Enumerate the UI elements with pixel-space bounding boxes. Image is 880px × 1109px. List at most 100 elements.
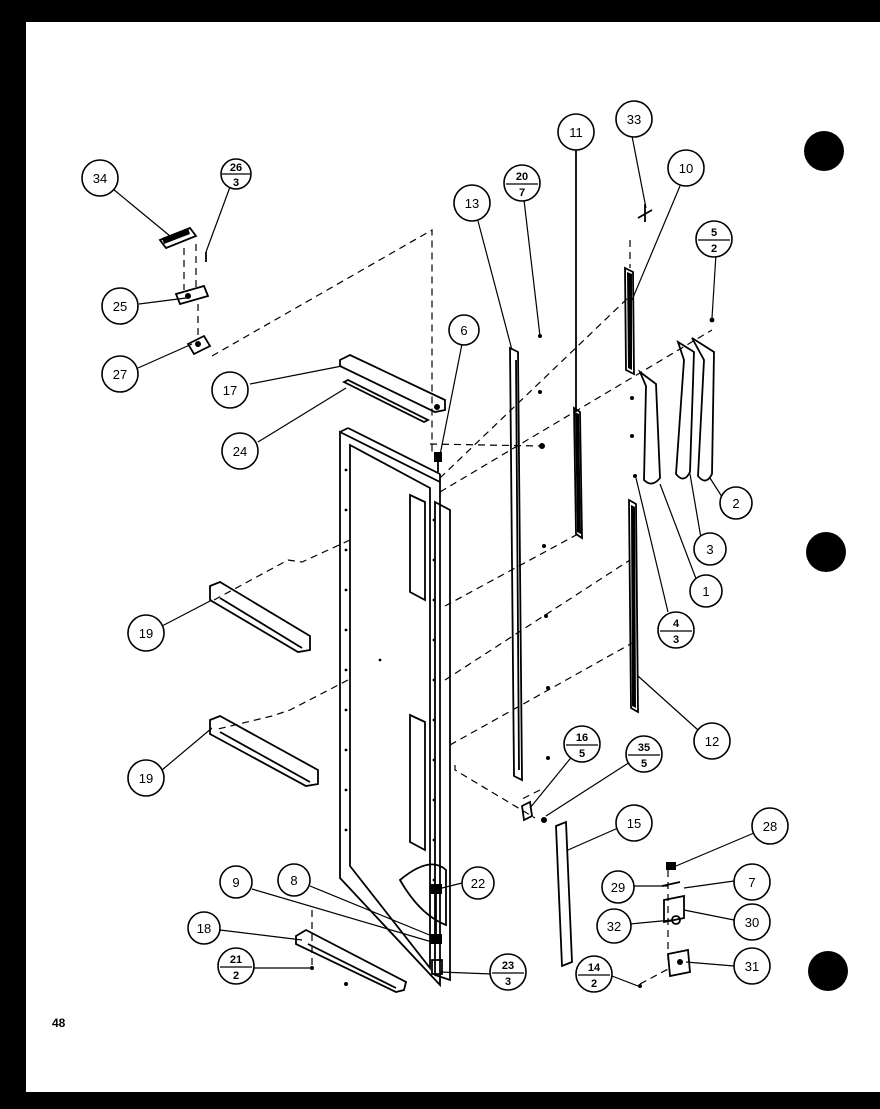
scan-border-left — [0, 0, 26, 1109]
scan-border-bottom — [0, 1092, 880, 1109]
callout-19-lower: 19 — [127, 759, 165, 797]
svg-text:35: 35 — [638, 742, 650, 754]
svg-text:9: 9 — [232, 875, 239, 890]
callout-15: 15 — [615, 804, 653, 842]
svg-text:23: 23 — [502, 960, 514, 972]
svg-text:12: 12 — [705, 734, 719, 749]
svg-text:33: 33 — [627, 112, 641, 127]
callout-5-2: 52 — [695, 220, 733, 258]
svg-text:29: 29 — [611, 880, 625, 895]
callout-17: 17 — [211, 371, 249, 409]
top-hinge-assembly — [158, 226, 433, 455]
door-handles — [633, 337, 715, 485]
svg-text:7: 7 — [748, 875, 755, 890]
svg-text:24: 24 — [233, 444, 247, 459]
svg-text:30: 30 — [745, 915, 759, 930]
callout-24: 24 — [221, 432, 259, 470]
support-brackets — [209, 580, 319, 787]
callout-9: 9 — [219, 865, 253, 899]
callout-3: 3 — [693, 532, 727, 566]
callout-2: 2 — [719, 486, 753, 520]
panel-screws — [538, 317, 715, 760]
callout-14-2: 142 — [575, 955, 613, 993]
top-cap-parts — [339, 353, 446, 424]
svg-text:31: 31 — [745, 959, 759, 974]
svg-text:13: 13 — [465, 196, 479, 211]
svg-text:22: 22 — [471, 876, 485, 891]
svg-text:25: 25 — [113, 299, 127, 314]
callout-1: 1 — [689, 574, 723, 608]
strip-part-15 — [555, 820, 573, 968]
svg-text:11: 11 — [569, 125, 583, 140]
svg-text:17: 17 — [223, 383, 237, 398]
lower-right-hinge-assembly — [638, 862, 691, 988]
callout-29: 29 — [601, 870, 635, 904]
svg-text:5: 5 — [641, 758, 647, 770]
callout-7: 7 — [733, 863, 771, 901]
bottom-bracket-assembly — [295, 884, 443, 993]
svg-text:20: 20 — [516, 171, 528, 183]
callout-23-3: 233 — [489, 953, 527, 991]
punch-hole-top — [804, 131, 844, 171]
svg-text:8: 8 — [290, 873, 297, 888]
callout-27: 27 — [101, 355, 139, 393]
page-number: 48 — [52, 1016, 66, 1030]
callout-20-7: 207 — [503, 164, 541, 202]
callout-22: 22 — [461, 866, 495, 900]
svg-text:7: 7 — [519, 187, 525, 199]
svg-text:32: 32 — [607, 919, 621, 934]
svg-text:34: 34 — [93, 171, 107, 186]
svg-text:5: 5 — [711, 227, 717, 239]
part-33 — [637, 204, 653, 222]
callout-13: 13 — [453, 184, 491, 222]
callout-31: 31 — [733, 947, 771, 985]
callout-28: 28 — [751, 807, 789, 845]
callout-21-2: 212 — [217, 947, 255, 985]
svg-text:21: 21 — [230, 954, 242, 966]
punch-hole-bottom — [808, 951, 848, 991]
svg-text:3: 3 — [673, 634, 679, 646]
callout-30: 30 — [733, 903, 771, 941]
punch-hole-middle — [806, 532, 846, 572]
svg-text:2: 2 — [233, 970, 239, 982]
parts-16-35 — [521, 800, 547, 823]
door-panel — [339, 427, 451, 988]
callout-25: 25 — [101, 287, 139, 325]
svg-text:3: 3 — [505, 976, 511, 988]
svg-text:3: 3 — [233, 177, 239, 189]
svg-text:15: 15 — [627, 816, 641, 831]
svg-text:4: 4 — [673, 618, 680, 630]
svg-text:10: 10 — [679, 161, 693, 176]
svg-text:1: 1 — [702, 584, 709, 599]
leader-lines — [112, 135, 755, 987]
callout-8: 8 — [277, 863, 311, 897]
svg-text:27: 27 — [113, 367, 127, 382]
assembly-lines — [213, 240, 713, 819]
callout-26-3: 263 — [220, 158, 252, 190]
svg-text:5: 5 — [579, 748, 585, 760]
scan-border-top — [0, 0, 880, 22]
callout-18: 18 — [187, 911, 221, 945]
svg-text:6: 6 — [460, 323, 467, 338]
callout-19-upper: 19 — [127, 614, 165, 652]
callout-32: 32 — [596, 908, 632, 944]
svg-text:2: 2 — [732, 496, 739, 511]
vertical-strips — [509, 150, 639, 782]
callout-6: 6 — [448, 314, 480, 346]
screw-part-6 — [434, 452, 442, 472]
svg-text:3: 3 — [706, 542, 713, 557]
callout-12: 12 — [693, 722, 731, 760]
callout-33: 33 — [615, 100, 653, 138]
callout-11: 11 — [557, 113, 595, 151]
callout-10: 10 — [667, 149, 705, 187]
svg-text:18: 18 — [197, 921, 211, 936]
svg-text:19: 19 — [139, 771, 153, 786]
svg-text:2: 2 — [711, 243, 717, 255]
svg-text:14: 14 — [588, 962, 601, 974]
callout-4-3: 43 — [657, 611, 695, 649]
callout-35-5: 355 — [625, 735, 663, 773]
svg-text:16: 16 — [576, 732, 588, 744]
svg-text:19: 19 — [139, 626, 153, 641]
